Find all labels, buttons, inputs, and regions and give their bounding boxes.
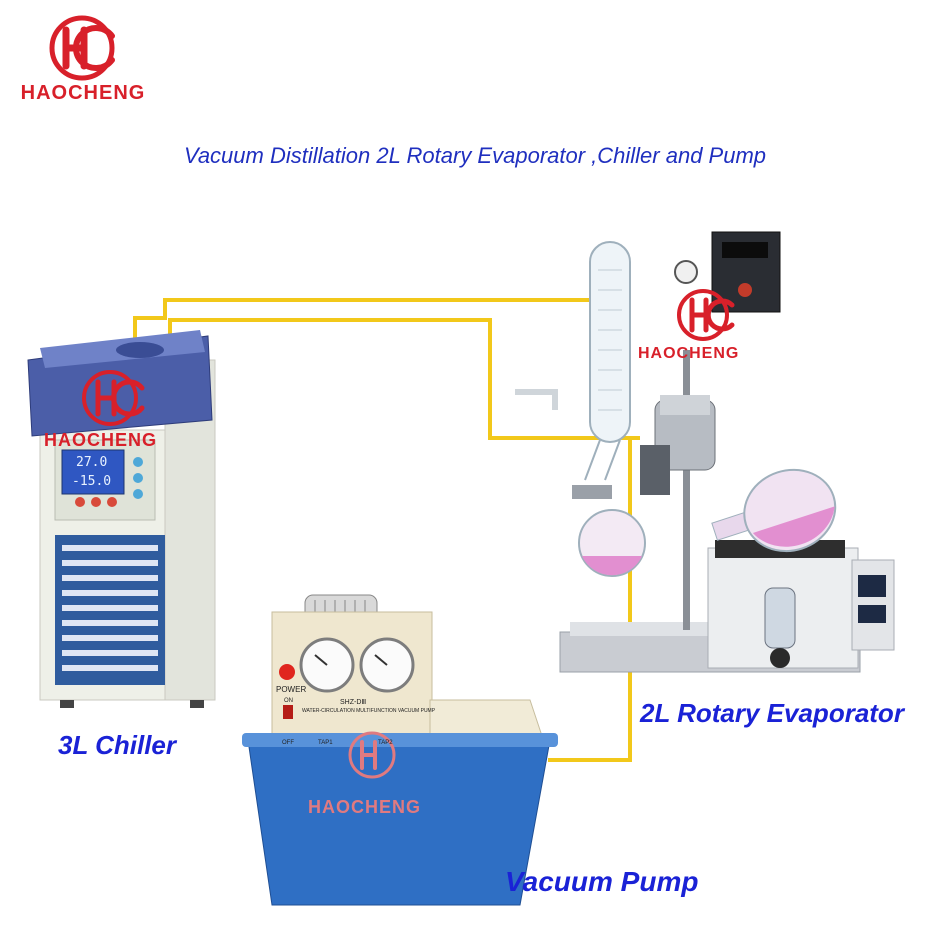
brand-logo-ring-icon xyxy=(49,15,115,81)
pump-model-label: SHZ-DⅢ xyxy=(340,699,367,706)
pump-off-label: OFF xyxy=(282,740,294,746)
chiller-display xyxy=(61,449,125,495)
pump-caption: WATER-CIRCULATION MULTIFUNCTION VACUUM P… xyxy=(302,708,436,714)
pump-tap1-label: TAP1 xyxy=(318,740,333,746)
chiller-reading-bottom: -15.0 xyxy=(72,474,112,489)
watermark-logos xyxy=(82,289,735,779)
chiller-reading-top: 27.0 xyxy=(76,455,108,470)
pump-power-label: POWER xyxy=(276,685,307,694)
pump-watermark-name: HAOCHENG xyxy=(308,797,422,817)
chiller-watermark-name: HAOCHENG xyxy=(44,430,158,450)
pump-tap2-label: TAP2 xyxy=(378,740,393,746)
evaporator-label: 2L Rotary Evaporator xyxy=(640,698,904,728)
chiller-label: 3L Chiller xyxy=(58,730,177,760)
brand-name: HAOCHENG xyxy=(20,82,146,104)
vacuum-pump xyxy=(242,594,558,906)
page-title: Vacuum Distillation 2L Rotary Evaporator… xyxy=(183,143,767,168)
pump-on-label: ON xyxy=(284,698,293,704)
brand-logo xyxy=(49,15,115,81)
pump-label: Vacuum Pump xyxy=(505,866,699,897)
power-indicator-icon xyxy=(279,664,295,680)
evaporator-watermark-name: HAOCHENG xyxy=(638,345,740,362)
rotary-evaporator xyxy=(515,231,895,673)
